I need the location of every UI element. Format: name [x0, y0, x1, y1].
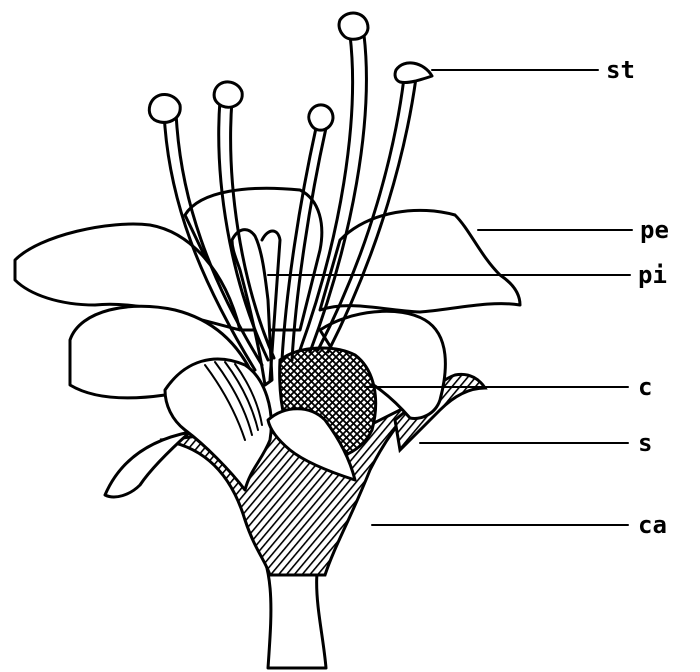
- label-st: st: [606, 56, 635, 84]
- petal-back-right: [318, 208, 522, 314]
- petal-front-right: [318, 309, 447, 420]
- label-s: s: [638, 429, 653, 457]
- petal-stripes: [204, 361, 263, 441]
- label-pi: pi: [638, 261, 667, 289]
- sepal-left: [103, 430, 192, 499]
- stamens: [162, 33, 418, 372]
- label-ca: ca: [638, 511, 667, 539]
- label-c: c: [638, 373, 653, 401]
- anthers: [147, 11, 434, 132]
- label-pe: pe: [640, 216, 669, 244]
- petal-center-fold: [266, 407, 357, 482]
- leader-lines: [267, 69, 633, 526]
- pistil-style: [260, 229, 282, 382]
